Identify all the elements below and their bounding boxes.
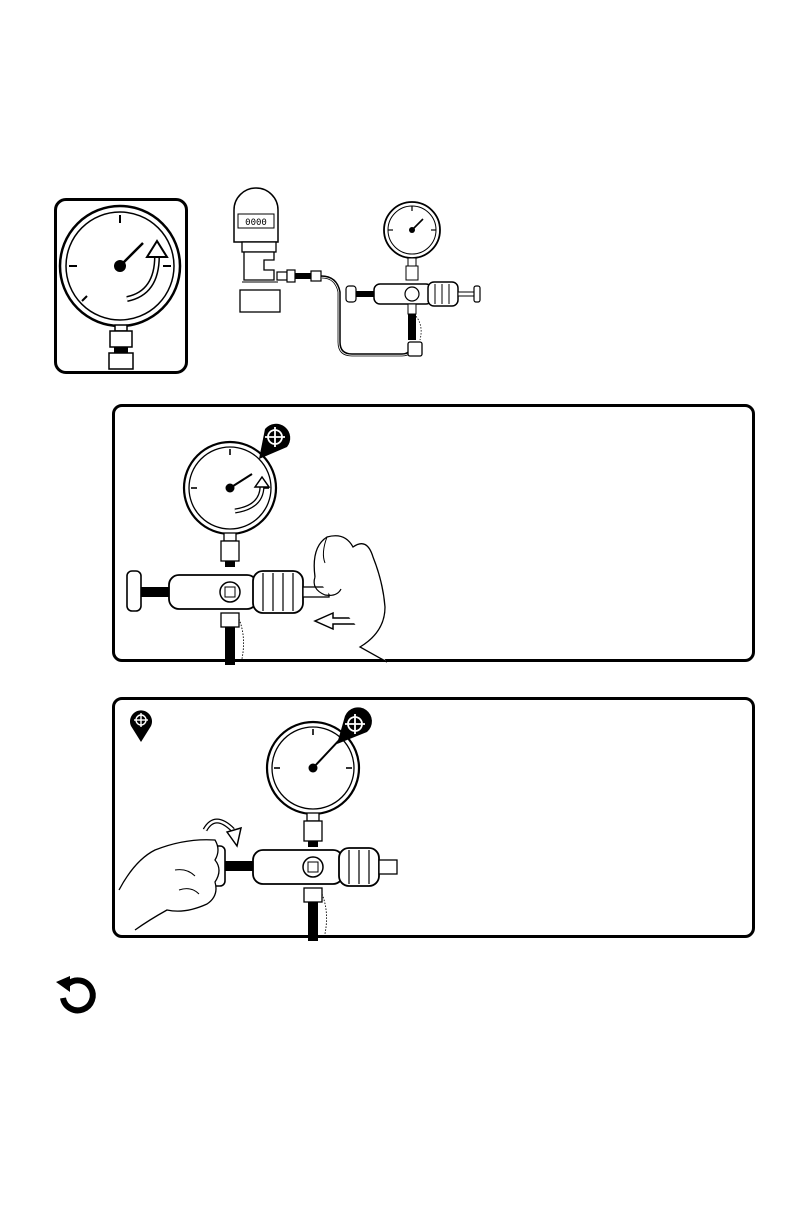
fine-adjust-panel — [112, 697, 755, 938]
gauge-inset-panel — [54, 198, 188, 374]
target-pin-icon — [337, 707, 372, 744]
push-handle-drawing — [115, 407, 758, 665]
svg-text:0000: 0000 — [245, 218, 267, 228]
fine-adjust-drawing — [115, 700, 758, 941]
target-pin-icon — [259, 424, 290, 459]
push-handle-panel — [112, 404, 755, 662]
gauge-inset-drawing — [57, 201, 191, 377]
transmitter-icon: 0000 — [234, 188, 280, 312]
target-pin-icon — [130, 710, 152, 742]
repeat-icon — [54, 972, 100, 1018]
setup-drawing: 0000 — [222, 192, 492, 372]
